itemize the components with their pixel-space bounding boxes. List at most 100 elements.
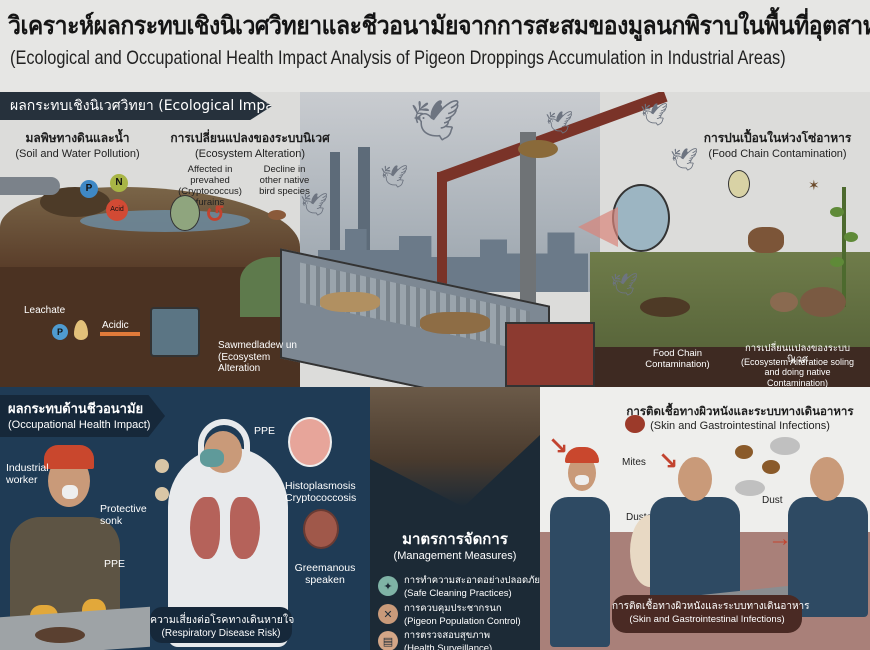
pill-th: การติดเชื้อทางผิวหนังและระบบทางเดินอาหาร — [612, 601, 810, 612]
pill-en: (Skin and Gastrointestinal Infections) — [629, 614, 785, 625]
dust-cloud-icon — [735, 480, 765, 496]
ppe-worker-label: PPE — [104, 558, 126, 570]
leachate-label: Leachate — [24, 305, 66, 316]
lung-right-icon — [230, 497, 260, 559]
soil-water-title-th: มลพิษทางดินและน้ำ — [25, 131, 130, 145]
ecosystem-title-th: การเปลี่ยนแปลงของระบบนิเวศ — [170, 131, 330, 145]
skin-infection-badge: การติดเชื้อทางผิวหนังและระบบทางเดินอาหาร… — [612, 595, 810, 633]
dust-cloud-icon — [770, 437, 800, 455]
water-tank — [150, 307, 200, 357]
red-arrow-icon: ↘ — [548, 433, 569, 460]
pigeon-icon: 🕊 — [610, 272, 638, 297]
industrial-worker-label: Industrial worker — [6, 462, 49, 487]
item-en: (Safe Cleaning Practices) — [404, 588, 512, 599]
tissue-sample-icon — [303, 509, 339, 549]
item-en: (Health Surveillance) — [404, 643, 493, 650]
risk-th: ความเสี่ยงต่อโรคทางเดินหายใจ — [150, 614, 295, 626]
smokestack — [330, 152, 340, 292]
mites-label: Mites — [622, 457, 646, 468]
greemanous-label: Greemanous speaken — [294, 562, 356, 587]
skin-title-th: การติดเชื้อทางผิวหนังและระบบทางเดินอาหาร — [626, 404, 854, 418]
mosquito-icon: ✶ — [808, 177, 820, 193]
droplet-icon — [74, 320, 88, 340]
ecosystem-bottom-note: Sawmedladew un (Ecosystem Alteration — [218, 340, 297, 374]
disease-label: Histoplasmosis Cryptococcosis — [285, 480, 357, 505]
chimney-pipe — [520, 132, 536, 332]
cycle-arrow-icon: ↺ — [205, 201, 226, 228]
pigeon-nest — [518, 140, 558, 158]
coughing-worker-head — [678, 457, 712, 501]
skin-gi-infection-panel: การติดเชื้อทางผิวหนังและระบบทางเดินอาหาร… — [540, 387, 870, 650]
banner-en: (Occupational Health Impact) — [8, 419, 151, 431]
suit-hood — [198, 419, 250, 459]
banner-text: ผลกระทบเชิงนิเวศวิทยา (Ecological Impact… — [10, 98, 293, 114]
food-chain-bottom-note: Food Chain Contamination) — [645, 348, 710, 370]
red-barn — [505, 322, 595, 387]
acid-badge: Acid — [106, 199, 128, 221]
spore-icon — [155, 459, 169, 473]
worker-body — [550, 497, 610, 647]
hard-hat-icon — [44, 445, 94, 469]
ecological-impact-panel: 🕊 🕊 🕊 🕊 🕊 🕊 🕊 ผลกระทบเชิงนิเวศวิทยา (Eco… — [0, 92, 870, 387]
sick-worker-head — [810, 457, 844, 501]
ecosystem-alteration-note-th: การเปลี่ยนแปลงของระบบนิเวศ — [744, 343, 851, 365]
soil-cross-section — [370, 387, 540, 507]
dust-label: Dust — [762, 495, 783, 506]
food-chain-title-en: (Food Chain Contamination) — [708, 148, 847, 160]
bird-control-icon: ✕ — [378, 604, 398, 624]
respirator-icon — [200, 449, 224, 467]
management-measures-panel: มาตรการจัดการ (Management Measures) ✦ กา… — [370, 387, 540, 650]
fungus-magnifier-icon — [288, 417, 332, 467]
ecological-impact-banner: ผลกระทบเชิงนิเวศวิทยา (Ecological Impact… — [0, 92, 272, 120]
truss-post — [437, 172, 447, 302]
droppings-on-roof — [320, 292, 380, 312]
respiratory-risk-badge: ความเสี่ยงต่อโรคทางเดินหายใจ (Respirator… — [150, 607, 295, 643]
management-item-population: ✕ การควบคุมประชากรนก (Pigeon Population C… — [378, 601, 540, 627]
item-th: การควบคุมประชากรนก — [404, 603, 502, 614]
pigeon-icon: 🕊 — [670, 147, 698, 172]
pigeon-icon: 🕊 — [380, 164, 408, 189]
management-title-th: มาตรการจัดการ — [402, 530, 508, 548]
banner-th: ผลกระทบด้านชีวอนามัย — [8, 402, 144, 417]
protective-label: Protective sonk — [100, 503, 147, 528]
management-item-surveillance: ▤ การตรวจสอบสุขภาพ(Health Surveillance) — [378, 628, 540, 650]
item-th: การตรวจสอบสุขภาพ — [404, 630, 491, 641]
food-chain-title-th: การปนเปื้อนในห่วงโซ่อาหาร — [703, 131, 852, 145]
ppe-suit-label: PPE — [254, 425, 276, 437]
fly-magnifier-icon — [728, 170, 750, 198]
face-mask-icon — [575, 475, 589, 485]
droppings-on-roof — [420, 312, 490, 334]
page-title-thai: วิเคราะห์ผลกระทบเชิงนิเวศวิทยาและชีวอนาม… — [8, 11, 870, 40]
plant-icon — [830, 187, 858, 307]
fungi-note: Affected in prevahed (Cryptococcus) fura… — [178, 164, 242, 208]
rodent-icon — [770, 292, 798, 312]
mite-icon — [625, 415, 645, 433]
dropping-pile — [35, 627, 85, 643]
lung-left-icon — [190, 497, 220, 559]
soil-water-title-en: (Soil and Water Pollution) — [15, 148, 140, 160]
pigeon-icon: 🕊 — [410, 99, 461, 143]
skin-title-en: (Skin and Gastrointestinal Infections) — [650, 420, 830, 432]
phosphorus-badge: P — [80, 180, 98, 198]
page-title-english: (Ecological and Occupational Health Impa… — [10, 48, 786, 69]
red-arrow-icon: ↘ — [658, 448, 679, 475]
native-bird-icon — [268, 210, 286, 220]
pigeon-icon: 🕊 — [300, 192, 328, 217]
item-en: (Pigeon Population Control) — [404, 616, 521, 627]
rodent-icon — [800, 287, 846, 317]
occupational-health-panel: ผลกระทบด้านชีวอนามัย (Occupational Healt… — [0, 387, 370, 650]
bird-decline-note: Decline in other native bird species — [259, 164, 310, 197]
fungi-magnifier-icon — [170, 195, 200, 231]
beetle-icon — [735, 445, 753, 459]
nitrogen-badge: N — [110, 174, 128, 192]
risk-en: (Respiratory Disease Risk) — [161, 628, 281, 639]
microbe-magnifier-icon — [612, 184, 670, 252]
occupational-health-banner: ผลกระทบด้านชีวอนามัย (Occupational Healt… — [0, 395, 165, 437]
pigeon-icon: 🕊 — [545, 110, 573, 135]
worker-body — [788, 497, 868, 617]
item-th: การทำความสะอาดอย่างปลอดภัย — [404, 575, 540, 586]
face-mask-icon — [62, 485, 78, 499]
dusta-label: Dusta — [626, 512, 653, 523]
cleaning-icon: ✦ — [378, 576, 398, 596]
ecosystem-alteration-note-en: (Ecosystem Alteratioe soling and doing n… — [740, 357, 855, 387]
